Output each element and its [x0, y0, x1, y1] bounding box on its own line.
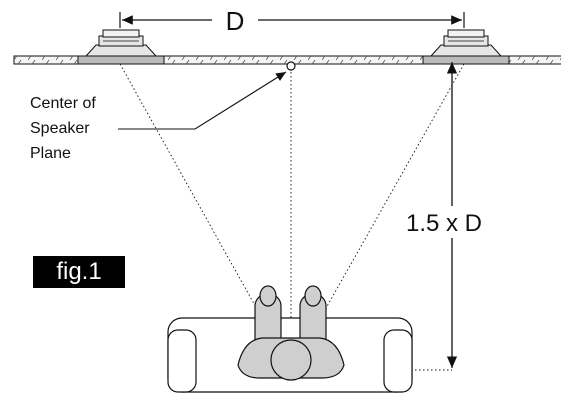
- left-speaker-icon: [77, 29, 165, 65]
- center-label-line2: Speaker: [30, 120, 90, 137]
- distance-label: D: [226, 6, 245, 36]
- distance-dimension: D: [119, 6, 465, 36]
- listener-on-sofa-icon: [167, 285, 413, 393]
- right-speaker-icon: [422, 29, 510, 65]
- listening-distance-dimension: 1.5 x D: [394, 62, 500, 368]
- figure-number-badge: fig.1: [33, 256, 125, 288]
- center-leader-line: [118, 71, 287, 130]
- listening-distance-label: 1.5 x D: [406, 210, 482, 237]
- center-label-line3: Plane: [30, 145, 71, 162]
- figure-number-label: fig.1: [56, 258, 102, 285]
- center-point-marker: [286, 61, 296, 71]
- center-label-line1: Center of: [30, 95, 96, 112]
